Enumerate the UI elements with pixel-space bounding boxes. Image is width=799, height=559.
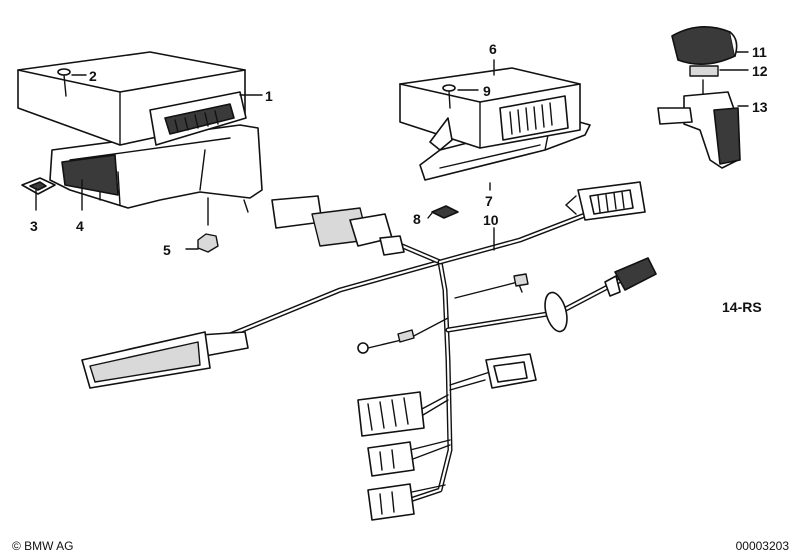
callout-3: 3 xyxy=(30,218,38,234)
callout-8: 8 xyxy=(413,211,421,227)
callout-12: 12 xyxy=(752,63,768,79)
callout-13: 13 xyxy=(752,99,768,115)
connector-c xyxy=(367,441,415,477)
connector-d xyxy=(367,483,415,521)
callout-9: 9 xyxy=(483,83,491,99)
round-plug xyxy=(544,257,657,333)
callout-11: 11 xyxy=(752,44,767,60)
document-number: 00003203 xyxy=(735,539,789,553)
callout-14-rs: 14-RS xyxy=(722,299,762,315)
control-unit-1 xyxy=(17,51,263,209)
connector-b xyxy=(357,391,425,437)
callout-10: 10 xyxy=(483,212,499,228)
clip-nut-3 xyxy=(21,177,56,195)
copyright-label: © BMW AG xyxy=(12,539,74,553)
callout-7: 7 xyxy=(485,193,493,209)
callout-1: 1 xyxy=(265,88,273,104)
callout-6: 6 xyxy=(489,41,497,57)
connector-upper-right xyxy=(564,181,646,221)
callout-4: 4 xyxy=(76,218,84,234)
connector-a xyxy=(485,353,537,389)
callout-2: 2 xyxy=(89,68,97,84)
switch-13 xyxy=(657,26,741,169)
hex-nut-5 xyxy=(197,197,249,253)
connector-socket xyxy=(271,195,405,256)
leader-lines xyxy=(35,51,749,251)
clip-8 xyxy=(431,205,459,219)
callout-5: 5 xyxy=(163,242,171,258)
control-unit-6 xyxy=(399,67,591,181)
